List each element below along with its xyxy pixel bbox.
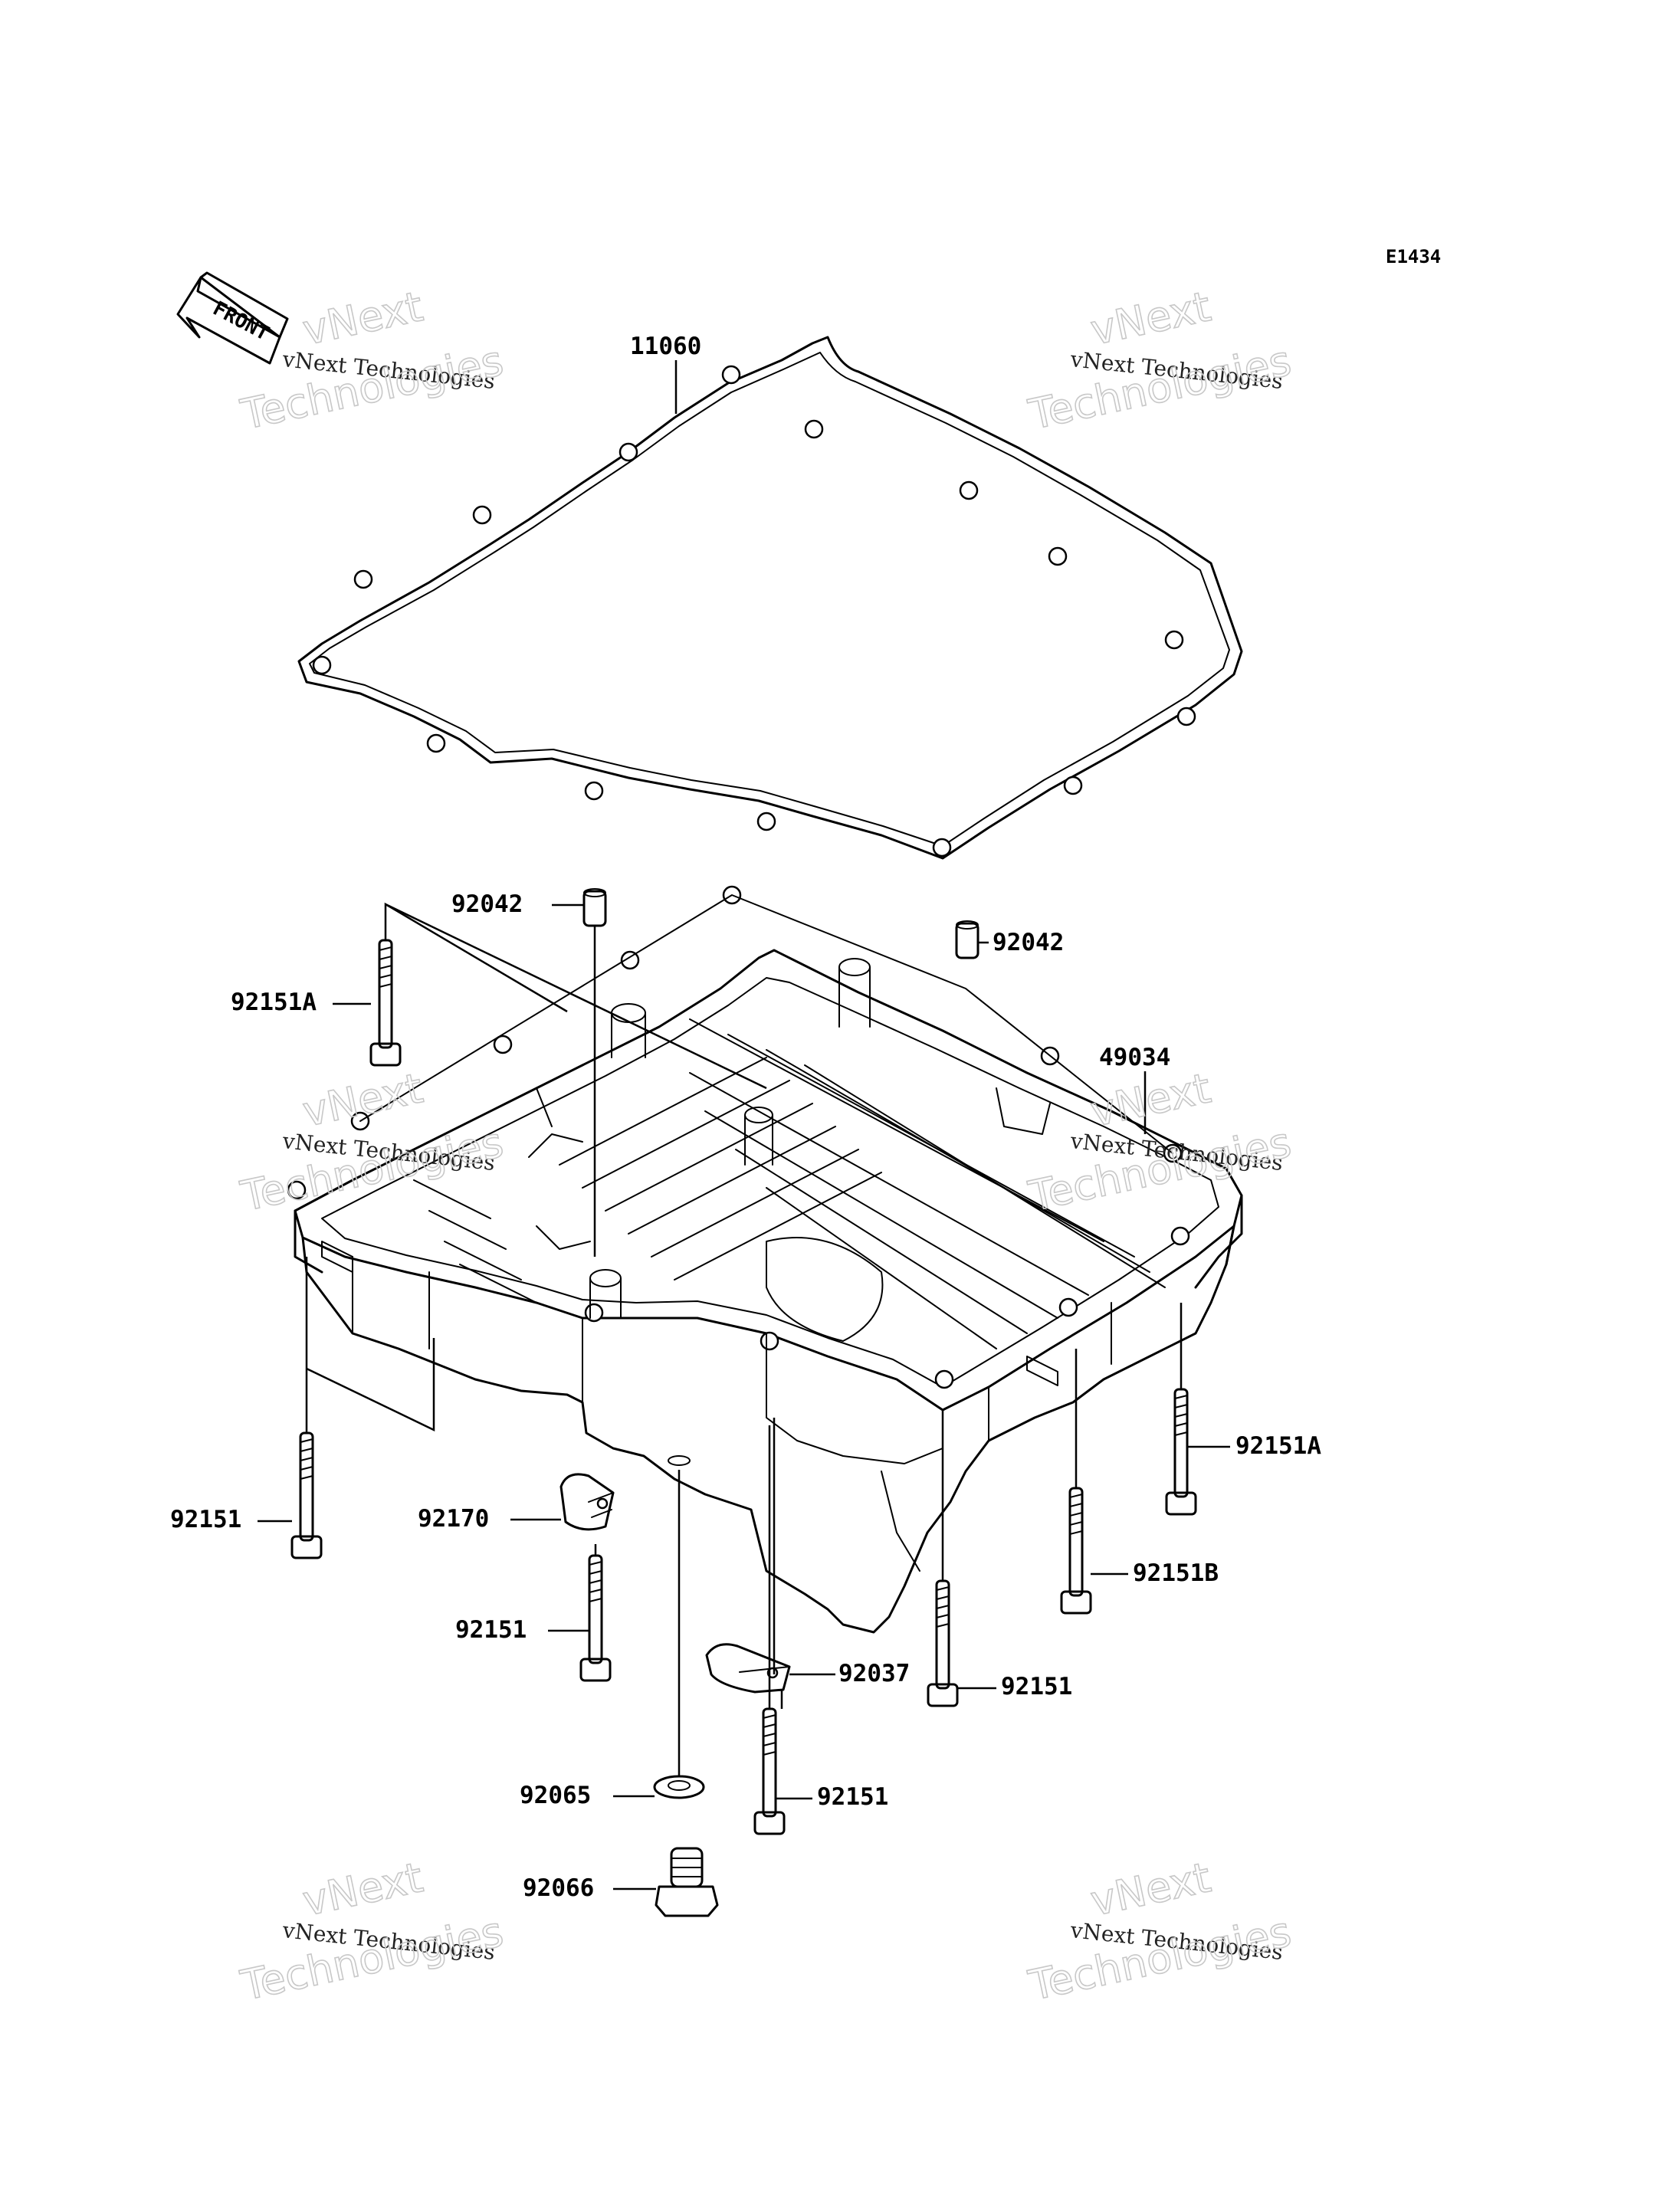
bolt-92151-center-left bbox=[579, 1554, 612, 1682]
watermark-middle-left: vNext Technologies vNext Technologies bbox=[236, 1063, 508, 1221]
oil-pan-gasket bbox=[297, 336, 1243, 860]
bolt-92151a-right bbox=[1165, 1388, 1197, 1516]
callout-drain-washer: 92065 bbox=[520, 1782, 591, 1809]
drain-plug-92066 bbox=[655, 1847, 719, 1917]
svg-text:vNext: vNext bbox=[1087, 1064, 1215, 1136]
oil-pan bbox=[287, 885, 1243, 1634]
callout-bolt-top-left: 92151A bbox=[231, 989, 317, 1016]
callout-clamp-left: 92170 bbox=[418, 1505, 489, 1533]
bolt-92151-lower bbox=[753, 1707, 786, 1835]
svg-text:Technologies: Technologies bbox=[1025, 1118, 1295, 1221]
watermark-bottom-left: vNext Technologies vNext Technologies bbox=[236, 1852, 508, 2010]
callout-bolt-right: 92151 bbox=[1001, 1673, 1072, 1700]
diagram-id-label: E1434 bbox=[1386, 246, 1441, 267]
svg-text:vNext: vNext bbox=[1087, 1853, 1215, 1925]
bolt-92151-right bbox=[927, 1579, 959, 1707]
svg-text:Technologies: Technologies bbox=[237, 1907, 507, 2010]
callout-bolt-right-a: 92151A bbox=[1235, 1432, 1321, 1460]
bolt-92151-left bbox=[290, 1431, 323, 1559]
callout-drain-plug: 92066 bbox=[523, 1874, 594, 1902]
svg-text:Technologies: Technologies bbox=[237, 1118, 507, 1221]
callout-gasket: 11060 bbox=[630, 333, 701, 360]
callout-oil-pan: 49034 bbox=[1099, 1044, 1170, 1071]
front-direction-arrow: FRONT bbox=[176, 271, 289, 365]
watermark-top-left: vNext Technologies vNext Technologies bbox=[236, 281, 508, 439]
svg-text:vNext: vNext bbox=[1087, 282, 1215, 354]
drain-washer-92065 bbox=[653, 1775, 705, 1799]
svg-text:vNext: vNext bbox=[299, 1853, 427, 1925]
svg-text:vNext: vNext bbox=[299, 282, 427, 354]
leader-lines bbox=[258, 360, 1230, 1890]
callout-bolt-left: 92151 bbox=[170, 1506, 241, 1533]
watermark-middle-right: vNext Technologies vNext Technologies bbox=[1024, 1063, 1296, 1221]
dowel-pin-right bbox=[955, 920, 979, 959]
bolt-92151a-top-left bbox=[369, 939, 402, 1067]
clamp-92037 bbox=[705, 1643, 791, 1694]
dowel-pin-left bbox=[582, 888, 607, 927]
callout-bolt-right-b: 92151B bbox=[1133, 1559, 1219, 1587]
watermark-bottom-right: vNext Technologies vNext Technologies bbox=[1024, 1852, 1296, 2010]
svg-text:Technologies: Technologies bbox=[237, 336, 507, 439]
callout-dowel-right: 92042 bbox=[993, 929, 1064, 956]
callout-clamp-center: 92037 bbox=[838, 1660, 910, 1687]
drain-hole bbox=[668, 1455, 691, 1466]
clamp-92170 bbox=[559, 1473, 615, 1531]
callout-dowel-left: 92042 bbox=[451, 890, 523, 918]
watermark-top-right: vNext Technologies vNext Technologies bbox=[1024, 281, 1296, 439]
svg-text:Technologies: Technologies bbox=[1025, 1907, 1295, 2010]
callout-bolt-lower: 92151 bbox=[817, 1783, 888, 1811]
bolt-92151b-right bbox=[1060, 1487, 1092, 1615]
callout-bolt-center-left: 92151 bbox=[455, 1616, 527, 1644]
svg-text:Technologies: Technologies bbox=[1025, 336, 1295, 439]
